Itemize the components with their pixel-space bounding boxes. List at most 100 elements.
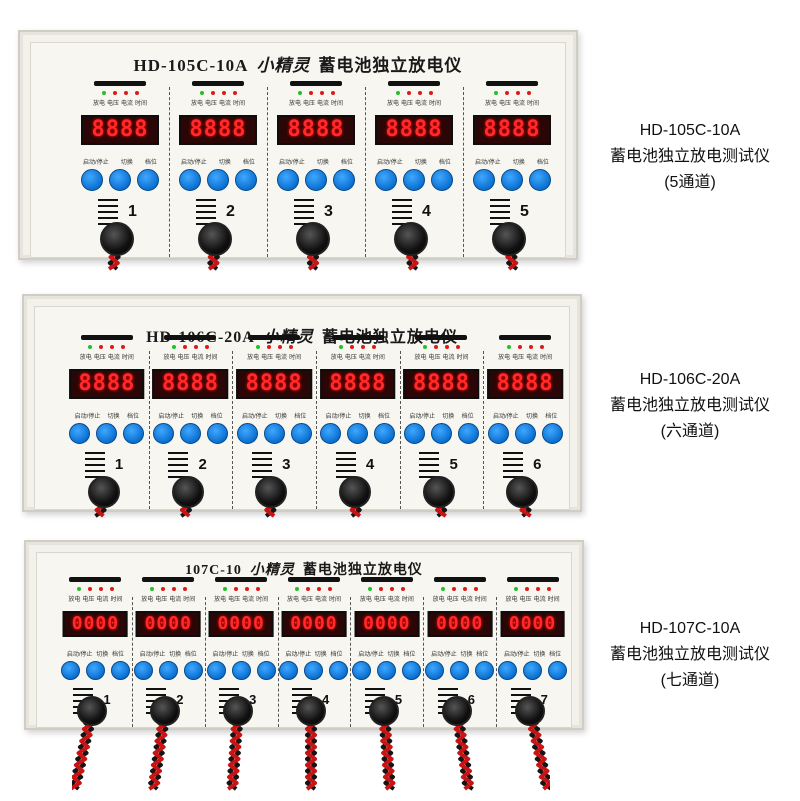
led-label: 时间 <box>474 597 487 603</box>
status-leds <box>278 587 351 591</box>
range-button[interactable] <box>374 423 396 444</box>
range-button[interactable] <box>475 661 495 680</box>
range-button[interactable] <box>457 423 479 444</box>
start-stop-button[interactable] <box>133 661 153 680</box>
range-button[interactable] <box>110 661 130 680</box>
start-stop-button[interactable] <box>425 661 445 680</box>
switch-button[interactable] <box>450 661 470 680</box>
status-leds <box>316 345 400 349</box>
channel-number: 4 <box>321 692 330 707</box>
start-stop-button[interactable] <box>179 169 201 191</box>
start-stop-button[interactable] <box>279 661 299 680</box>
switch-button[interactable] <box>403 169 425 191</box>
brand-logo: 小精灵 <box>249 563 295 578</box>
start-stop-button[interactable] <box>152 423 174 444</box>
led-label: 放电 <box>484 101 497 107</box>
switch-button[interactable] <box>263 423 285 444</box>
start-stop-button[interactable] <box>352 661 372 680</box>
switch-button[interactable] <box>85 661 105 680</box>
vent-line <box>335 452 356 454</box>
switch-button[interactable] <box>514 423 536 444</box>
range-button[interactable] <box>256 661 276 680</box>
status-leds <box>365 91 463 95</box>
status-led <box>350 345 355 349</box>
status-led <box>244 587 249 591</box>
range-button[interactable] <box>206 423 228 444</box>
range-button[interactable] <box>333 169 355 191</box>
switch-button[interactable] <box>179 423 201 444</box>
switch-button[interactable] <box>231 661 251 680</box>
led-label: 电流 <box>121 101 134 107</box>
status-led <box>232 91 237 95</box>
switch-button[interactable] <box>158 661 178 680</box>
status-led <box>277 345 282 349</box>
switch-button[interactable] <box>501 169 523 191</box>
led-label: 放电 <box>505 597 518 603</box>
start-stop-button[interactable] <box>206 661 226 680</box>
caption-name: 蓄电池独立放电测试仪 <box>609 148 770 165</box>
range-button[interactable] <box>329 661 349 680</box>
start-stop-button[interactable] <box>236 423 258 444</box>
status-leds <box>132 587 205 591</box>
status-led <box>372 345 377 349</box>
status-led <box>87 587 92 591</box>
range-button[interactable] <box>402 661 422 680</box>
start-stop-button[interactable] <box>320 423 342 444</box>
button-label: 切换 <box>241 652 254 658</box>
led-label: 电流 <box>526 355 539 361</box>
vent-line <box>392 217 412 219</box>
led-labels: 放电电压电流时间 <box>496 594 569 603</box>
start-stop-button[interactable] <box>487 423 509 444</box>
switch-button[interactable] <box>305 169 327 191</box>
range-button[interactable] <box>548 661 568 680</box>
led-label: 放电 <box>330 355 343 361</box>
status-led <box>428 91 433 95</box>
led-display: 8888 <box>152 369 229 399</box>
led-label: 电压 <box>261 355 274 361</box>
vent-slots <box>419 452 440 478</box>
start-stop-button[interactable] <box>473 169 495 191</box>
range-button[interactable] <box>541 423 563 444</box>
status-leds <box>205 587 278 591</box>
start-stop-button[interactable] <box>375 169 397 191</box>
cable-gland <box>150 696 181 726</box>
start-stop-button[interactable] <box>498 661 518 680</box>
range-button[interactable] <box>235 169 257 191</box>
status-leds <box>59 587 132 591</box>
channel-divider <box>316 351 317 509</box>
switch-button[interactable] <box>377 661 397 680</box>
start-stop-button[interactable] <box>69 423 91 444</box>
switch-button[interactable] <box>207 169 229 191</box>
status-leds <box>350 587 423 591</box>
range-button[interactable] <box>183 661 203 680</box>
vent-line <box>419 452 440 454</box>
led-label: 放电 <box>68 597 81 603</box>
start-stop-button[interactable] <box>60 661 80 680</box>
vent-line <box>335 464 356 466</box>
model-name: HD-105C-10A <box>133 56 249 75</box>
caption-name: 蓄电池独立放电测试仪 <box>609 397 770 414</box>
range-button[interactable] <box>529 169 551 191</box>
switch-button[interactable] <box>347 423 369 444</box>
led-label: 电流 <box>191 355 204 361</box>
range-button[interactable] <box>290 423 312 444</box>
channel-divider <box>169 87 170 257</box>
led-display: 0000 <box>354 611 420 637</box>
led-display: 8888 <box>81 115 159 145</box>
range-button[interactable] <box>431 169 453 191</box>
start-stop-button[interactable] <box>403 423 425 444</box>
switch-button[interactable] <box>430 423 452 444</box>
switch-button[interactable] <box>96 423 118 444</box>
switch-button[interactable] <box>109 169 131 191</box>
led-label: 放电 <box>92 101 105 107</box>
start-stop-button[interactable] <box>277 169 299 191</box>
status-led <box>123 91 128 95</box>
switch-button[interactable] <box>304 661 324 680</box>
switch-button[interactable] <box>523 661 543 680</box>
channel-number: 1 <box>114 456 124 473</box>
vent-line <box>98 217 118 219</box>
range-button[interactable] <box>137 169 159 191</box>
led-label: 时间 <box>205 355 218 361</box>
range-button[interactable] <box>123 423 145 444</box>
start-stop-button[interactable] <box>81 169 103 191</box>
